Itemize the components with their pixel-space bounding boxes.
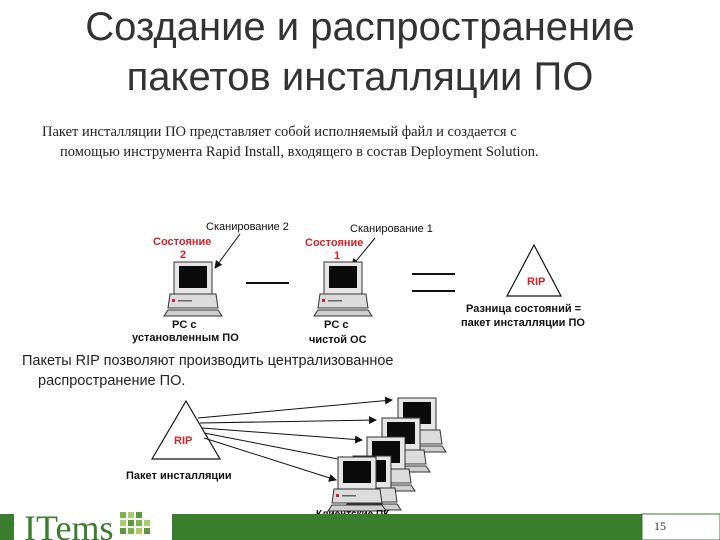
distribution-arrow-5 [203,437,337,482]
scan2-label: Сканирование 2 [206,221,289,233]
state1-number: 1 [334,250,340,262]
intro-line-2: помощью инструмента Rapid Install, входя… [60,144,539,160]
diff-label-2: пакет инсталляции ПО [461,317,585,329]
pc-installed-label-1: PC с [172,319,196,331]
footer-bar [172,514,642,540]
rip-paragraph: Пакеты RIP позволяют производить централ… [22,351,582,391]
pc-clean-os-icon [313,261,373,317]
rip-label: RIP [527,276,545,288]
diagram-1: Сканирование 2 Сканирование 1 Состояние … [132,221,585,346]
package-rip-label: RIP [174,435,192,447]
intro-line-1: Пакет инсталляции ПО представляет собой … [42,124,517,140]
logo-text: ITems [24,508,113,540]
distribution-arrow-3 [201,427,363,444]
logo-grid-icon [120,512,150,534]
pc-clean-label-1: PC с [324,319,348,331]
distribution-arrow-1 [197,396,393,419]
rip-line-2: распространение ПО. [38,373,186,389]
rip-triangle-icon [506,243,562,297]
title-line-2: пакетов инсталляции ПО [126,55,594,99]
distribution-arrow-4 [203,432,349,464]
pc-clean-label-2: чистой ОС [309,334,367,346]
intro-paragraph: Пакет инсталляции ПО представляет собой … [42,122,682,162]
pc-installed-icon [163,261,223,317]
scan2-arrow [214,233,241,269]
package-label: Пакет инсталляции [126,470,232,482]
state2-label: Состояние [153,236,211,248]
diff-label-1: Разница состояний = [466,303,581,315]
page-number: 15 [654,519,666,533]
title-line-1: Создание и распространение [85,5,635,49]
diagram-2: RIP Пакет инсталляции Клиентские ПК [126,396,447,520]
state1-label: Состояние [305,237,363,249]
scan1-label: Сканирование 1 [350,223,433,235]
scan1-arrow [351,237,376,267]
rip-line-1: Пакеты RIP позволяют производить централ… [22,353,394,369]
package-triangle-icon [150,399,222,460]
slide-title: Создание и распространение пакетов инста… [0,2,720,102]
distribution-arrow-2 [199,416,377,425]
logo-bar [0,514,14,540]
pc-installed-label-2: установленным ПО [132,332,239,344]
footer: ITems 15 [0,508,720,540]
page-number-box [641,513,720,540]
state2-number: 2 [180,249,186,261]
